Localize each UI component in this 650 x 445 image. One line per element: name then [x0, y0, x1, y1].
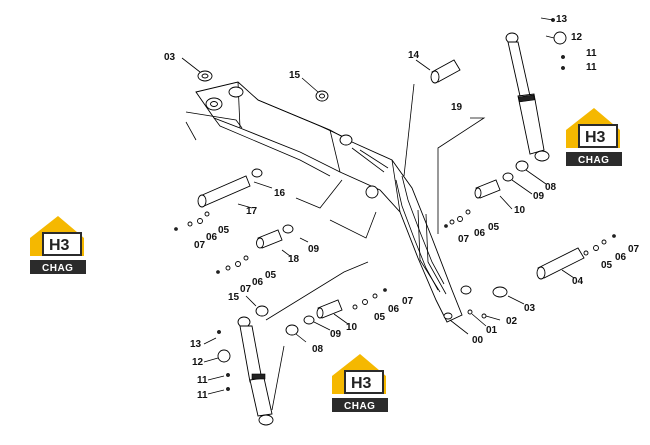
boom-cylinder-lower	[237, 316, 274, 426]
label-06-c: 06	[474, 228, 486, 239]
label-06-e: 06	[388, 304, 400, 315]
logo-word: CHAG	[578, 155, 609, 166]
watermark-logo-bottom: H3 CHAG	[332, 354, 388, 412]
label-08-top: 08	[545, 182, 557, 193]
label-05-b: 05	[265, 270, 277, 281]
label-10-top: 10	[514, 205, 526, 216]
label-13-top: 13	[556, 14, 568, 25]
label-11-top-a: 11	[586, 48, 597, 59]
label-07-a: 07	[194, 240, 206, 251]
logo-letters: H3	[351, 375, 372, 392]
boom-body	[195, 81, 472, 323]
label-01: 01	[486, 325, 498, 336]
pins-and-washers	[197, 18, 585, 391]
label-11-low-b: 11	[197, 390, 208, 401]
boom-cylinder-upper	[505, 32, 550, 162]
label-03-top: 03	[164, 52, 176, 63]
label-15-low: 15	[228, 292, 240, 303]
label-15-top: 15	[289, 70, 301, 81]
label-11-low-a: 11	[197, 375, 208, 386]
fasteners	[174, 209, 616, 319]
label-05-a: 05	[218, 225, 230, 236]
label-05-d: 05	[601, 260, 613, 271]
label-02: 02	[506, 316, 518, 327]
label-07-e: 07	[402, 296, 414, 307]
logo-letters: H3	[585, 129, 606, 146]
label-17: 17	[246, 206, 258, 217]
leader-lines	[181, 17, 575, 411]
label-06-a: 06	[206, 232, 218, 243]
label-19: 19	[451, 102, 463, 113]
label-07-d: 07	[628, 244, 640, 255]
watermark-logo-right: H3 CHAG	[566, 108, 622, 166]
logo-word: CHAG	[344, 401, 375, 412]
label-09-mid: 09	[308, 244, 320, 255]
part-labels: 03 15 14 19 13 12 11 11 16 17 05 06 07 0…	[164, 14, 640, 401]
label-09-low: 09	[330, 329, 342, 340]
label-10-low: 10	[346, 322, 358, 333]
label-05-c: 05	[488, 222, 500, 233]
watermark-logo-left: H3 CHAG	[30, 216, 86, 274]
label-08-low: 08	[312, 344, 324, 355]
label-13-low: 13	[190, 339, 202, 350]
label-06-d: 06	[615, 252, 627, 263]
label-12-top: 12	[571, 32, 583, 43]
logo-letters: H3	[49, 237, 70, 254]
logo-word: CHAG	[42, 263, 73, 274]
label-18: 18	[288, 254, 300, 265]
label-11-top-b: 11	[586, 62, 597, 73]
label-00: 00	[472, 335, 484, 346]
label-05-e: 05	[374, 312, 386, 323]
label-07-b: 07	[240, 284, 252, 295]
label-04: 04	[572, 276, 584, 287]
label-07-c: 07	[458, 234, 470, 245]
label-03-low: 03	[524, 303, 536, 314]
label-12-low: 12	[192, 357, 204, 368]
label-06-b: 06	[252, 277, 264, 288]
label-16: 16	[274, 188, 286, 199]
label-09-top: 09	[533, 191, 545, 202]
label-14: 14	[408, 50, 420, 61]
hose-lines	[395, 175, 445, 291]
